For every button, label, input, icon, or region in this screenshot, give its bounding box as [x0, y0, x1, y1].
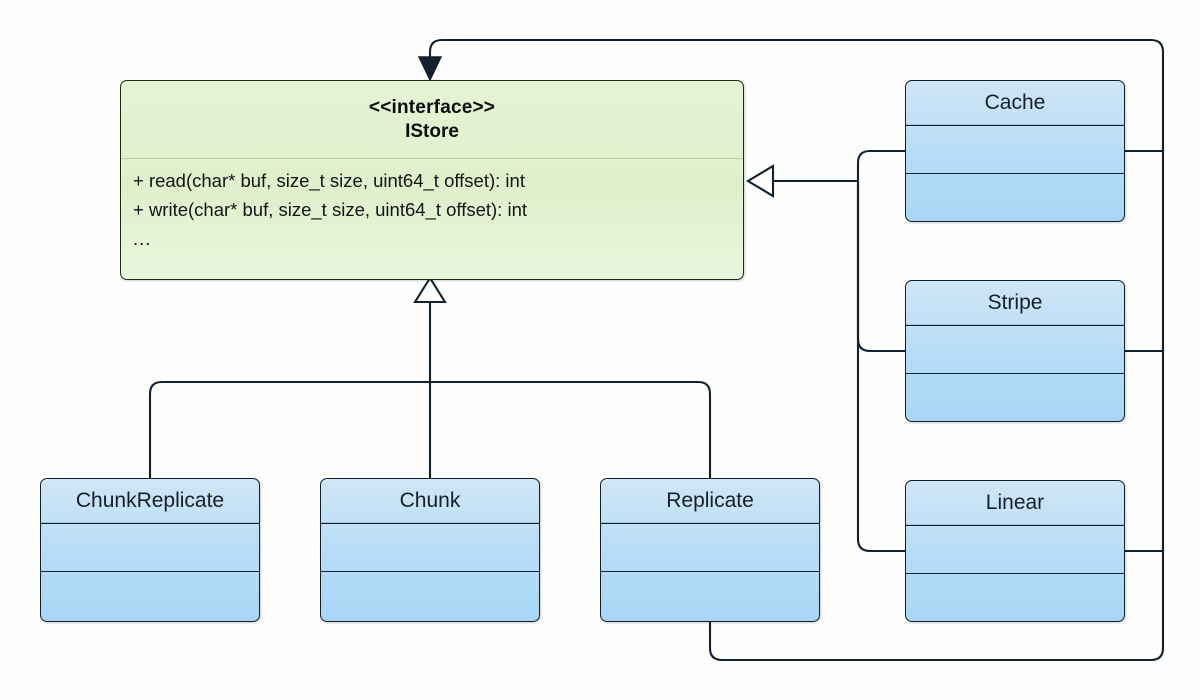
edge-linear-to-istore [856, 181, 905, 553]
istore-title-compartment: <<interface>> IStore [121, 81, 743, 159]
istore-member-write: + write(char* buf, size_t size, uint64_t… [133, 198, 528, 220]
istore-stereotype: <<interface>> [368, 97, 496, 119]
istore-member-read: + read(char* buf, size_t size, uint64_t … [133, 170, 525, 191]
hollow-triangle-right-icon [745, 164, 775, 198]
linear-title-compartment: Linear [906, 481, 1124, 525]
edge-cache-to-istore [856, 149, 905, 181]
chunk-name: Chunk [399, 488, 461, 512]
node-chunkreplicate[interactable]: ChunkReplicate [40, 478, 260, 622]
open-arrow-down-icon [417, 56, 443, 82]
chunkreplicate-attributes-compartment [41, 523, 259, 571]
chunk-attributes-compartment [321, 523, 539, 571]
edge-generalization-bar-right [430, 380, 712, 478]
cache-attributes-compartment [906, 125, 1124, 173]
istore-member-ellipsis: ... [133, 227, 152, 249]
hollow-triangle-up-icon [413, 276, 447, 304]
linear-name: Linear [985, 490, 1045, 514]
chunkreplicate-name: ChunkReplicate [75, 488, 225, 512]
replicate-attributes-compartment [601, 523, 819, 571]
chunk-title-compartment: Chunk [321, 479, 539, 523]
chunk-operations-compartment [321, 571, 539, 621]
cache-operations-compartment [906, 173, 1124, 221]
replicate-operations-compartment [601, 571, 819, 621]
cache-title-compartment: Cache [906, 81, 1124, 125]
node-linear[interactable]: Linear [905, 480, 1125, 622]
istore-name: IStore [405, 120, 459, 142]
chunkreplicate-operations-compartment [41, 571, 259, 621]
node-cache[interactable]: Cache [905, 80, 1125, 222]
replicate-title-compartment: Replicate [601, 479, 819, 523]
node-chunk[interactable]: Chunk [320, 478, 540, 622]
node-istore[interactable]: <<interface>> IStore + read(char* buf, s… [120, 80, 744, 280]
stripe-operations-compartment [906, 373, 1124, 421]
replicate-name: Replicate [666, 488, 754, 512]
edge-stripe-to-istore [856, 181, 905, 353]
node-stripe[interactable]: Stripe [905, 280, 1125, 422]
chunkreplicate-title-compartment: ChunkReplicate [41, 479, 259, 523]
stripe-attributes-compartment [906, 325, 1124, 373]
stripe-title-compartment: Stripe [906, 281, 1124, 325]
cache-name: Cache [984, 90, 1046, 114]
linear-attributes-compartment [906, 525, 1124, 573]
linear-operations-compartment [906, 573, 1124, 621]
node-replicate[interactable]: Replicate [600, 478, 820, 622]
edge-generalization-bar-left [148, 380, 430, 478]
istore-members-compartment: + read(char* buf, size_t size, uint64_t … [121, 159, 743, 279]
stripe-name: Stripe [987, 290, 1043, 314]
